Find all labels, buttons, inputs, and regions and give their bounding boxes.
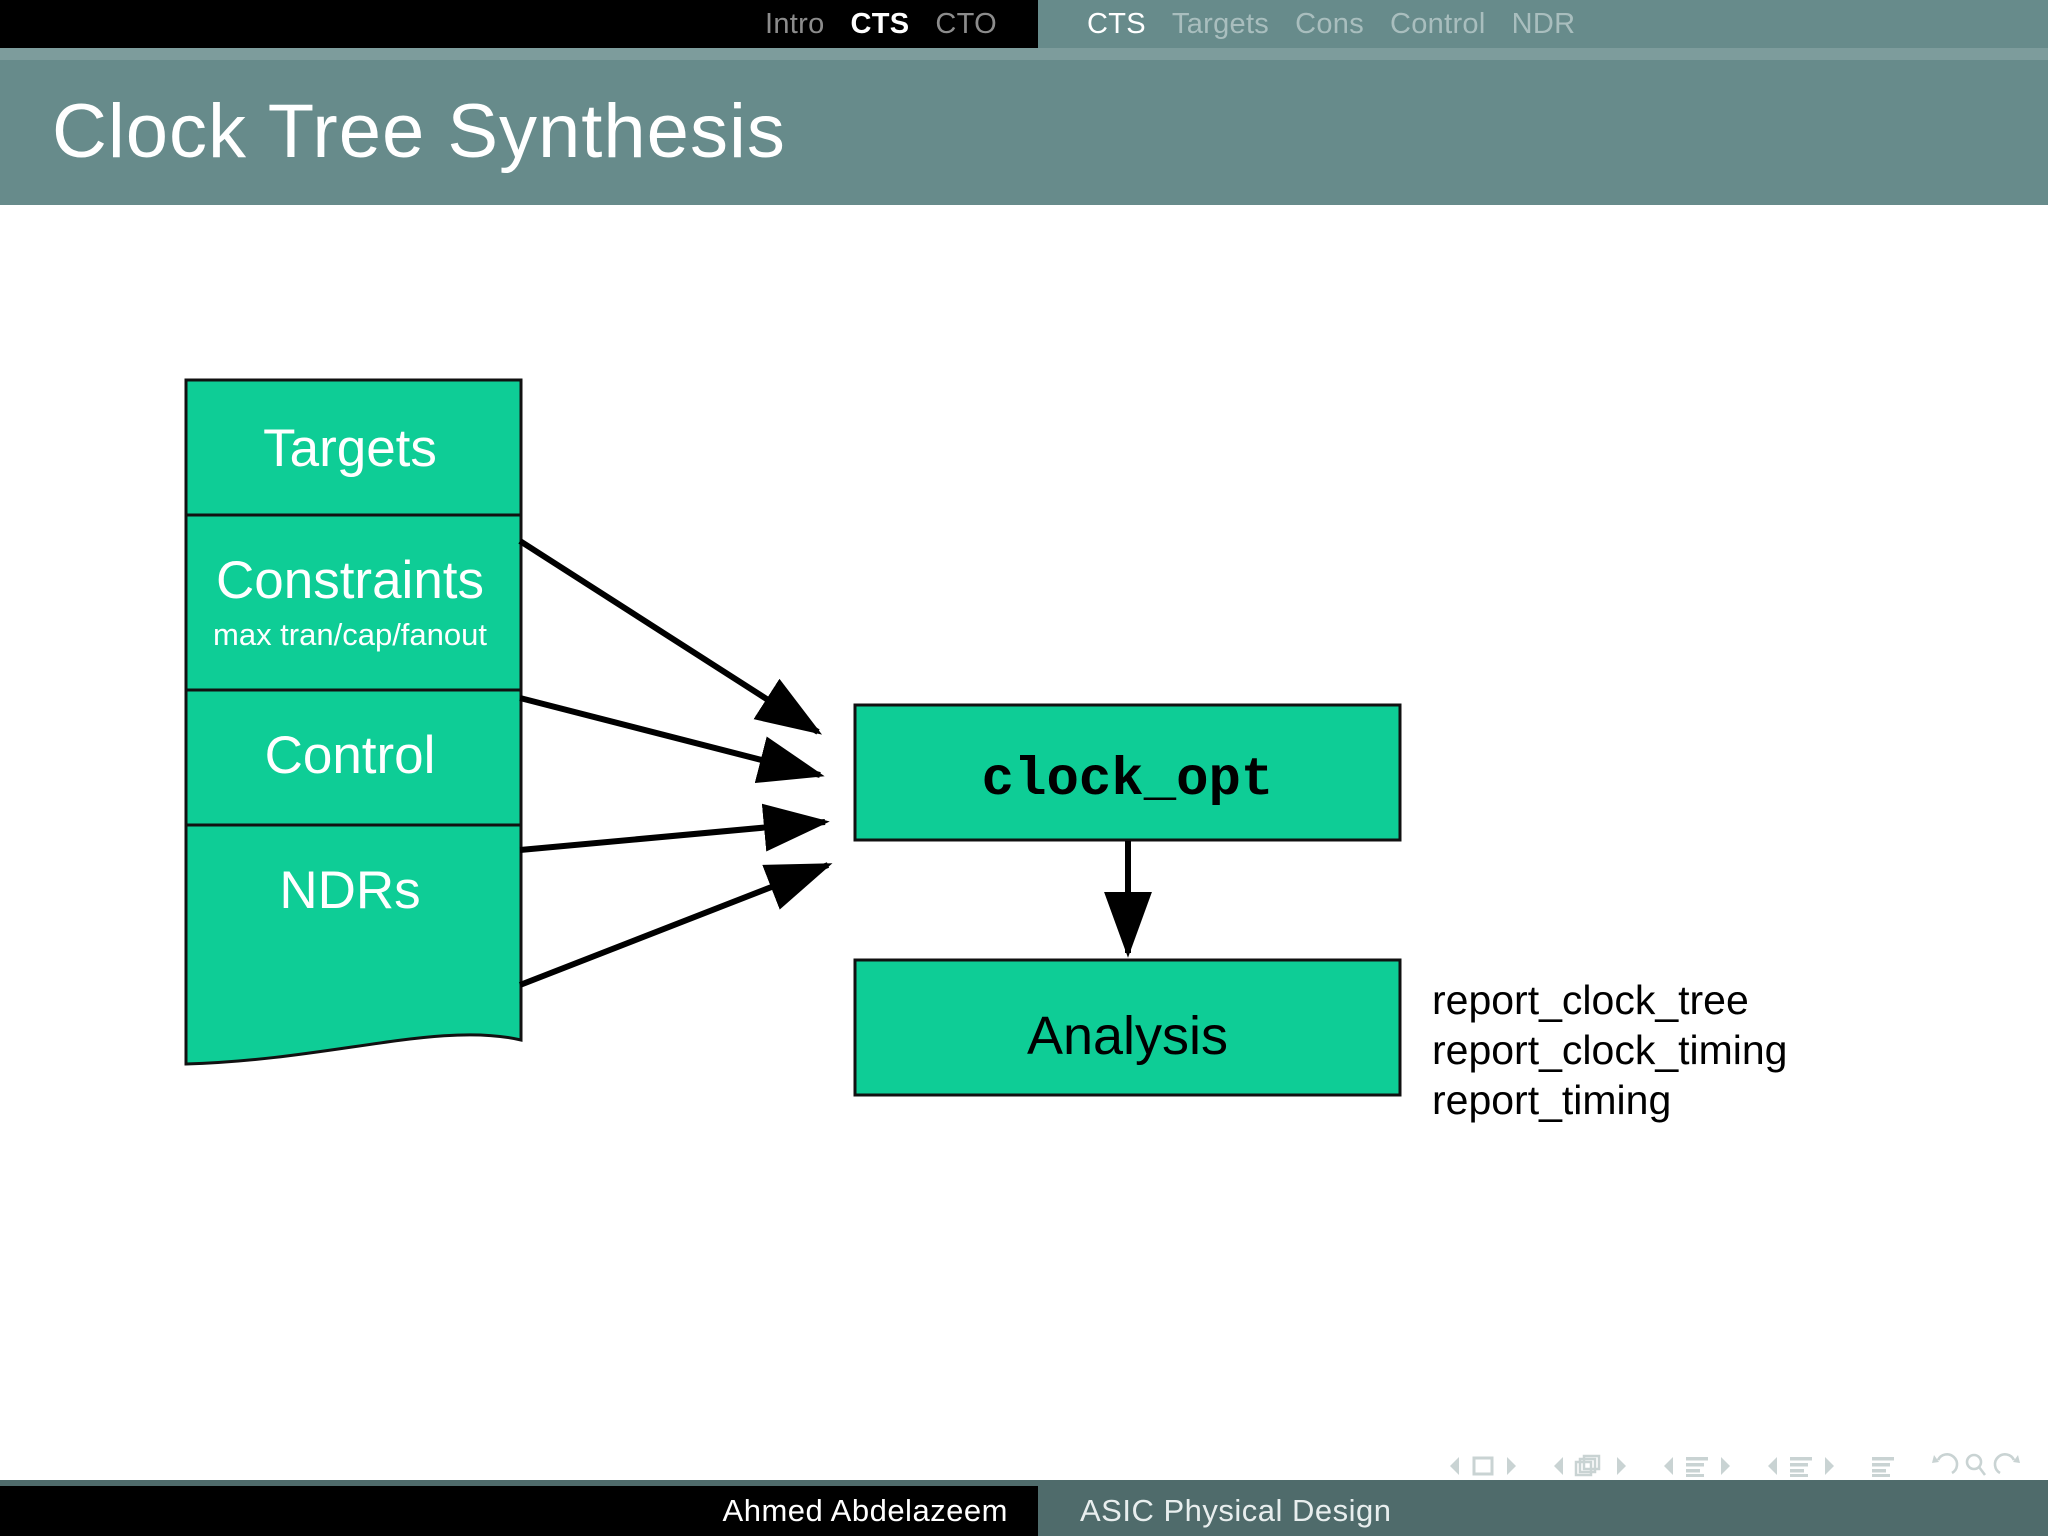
footer-course-area: ASIC Physical Design — [1038, 1486, 2048, 1536]
report-command-item: report_clock_timing — [1432, 1027, 1788, 1074]
section-nav-group — [1762, 1453, 1840, 1479]
process-box-clock-opt[interactable] — [853, 703, 1402, 842]
next-slide-icon[interactable] — [1500, 1453, 1522, 1479]
top-navigation-bar: Intro CTS CTO CTS Targets Cons Control N… — [0, 0, 2048, 48]
report-command-list: report_clock_tree report_clock_timing re… — [1432, 975, 1788, 1125]
nav-section-cts[interactable]: CTS — [850, 7, 910, 40]
presentation-icon[interactable] — [1866, 1453, 1900, 1479]
slide-nav-group — [1444, 1453, 1522, 1479]
footer-author: Ahmed Abdelazeem — [722, 1493, 1008, 1528]
arrow-constraints-to-clock-opt — [519, 695, 825, 784]
back-icon[interactable] — [1926, 1451, 1960, 1481]
nav-subsection-cons[interactable]: Cons — [1295, 7, 1365, 40]
process-box-analysis[interactable] — [853, 958, 1402, 1097]
process-label-clock-opt: clock_opt — [981, 750, 1274, 811]
prev-subsection-icon[interactable] — [1658, 1453, 1680, 1479]
footer-bar: Ahmed Abdelazeem ASIC Physical Design — [0, 1486, 2048, 1536]
section-icon[interactable] — [1784, 1453, 1818, 1479]
footer-divider — [0, 1480, 2048, 1486]
report-command-item: report_timing — [1432, 1077, 1672, 1124]
forward-icon[interactable] — [1992, 1451, 2026, 1481]
process-label-analysis: Analysis — [1026, 1006, 1229, 1066]
subsection-nav: CTS Targets Cons Control NDR — [1038, 0, 2048, 48]
arrow-ndrs-to-clock-opt — [518, 862, 833, 988]
section-nav: Intro CTS CTO — [0, 0, 1038, 48]
page-title: Clock Tree Synthesis — [52, 89, 786, 174]
presentation-nav-group — [1866, 1453, 1900, 1479]
flow-diagram — [184, 378, 1402, 1097]
frame-icon[interactable] — [1570, 1453, 1610, 1479]
nav-section-cto[interactable]: CTO — [935, 7, 997, 40]
slide-icon[interactable] — [1466, 1453, 1500, 1479]
search-icon[interactable] — [1960, 1451, 1992, 1481]
arrow-targets-to-clock-opt — [518, 538, 823, 735]
report-command-item: report_clock_tree — [1432, 977, 1749, 1023]
footer-author-area: Ahmed Abdelazeem — [0, 1486, 1038, 1536]
arrow-control-to-clock-opt — [519, 803, 830, 853]
footer-course: ASIC Physical Design — [1080, 1493, 1392, 1528]
beamer-navigation-symbols — [1418, 1446, 2026, 1486]
prev-section-icon[interactable] — [1762, 1453, 1784, 1479]
next-section-icon[interactable] — [1818, 1453, 1840, 1479]
nav-section-intro[interactable]: Intro — [764, 7, 825, 40]
frame-nav-group — [1548, 1453, 1632, 1479]
nav-subsection-targets[interactable]: Targets — [1171, 7, 1270, 40]
prev-slide-icon[interactable] — [1444, 1453, 1466, 1479]
history-nav-group — [1926, 1451, 2026, 1481]
subsection-nav-group — [1658, 1453, 1736, 1479]
nav-underline-divider — [0, 48, 2048, 60]
nav-subsection-control[interactable]: Control — [1390, 7, 1486, 40]
nav-subsection-cts[interactable]: CTS — [1087, 7, 1146, 40]
slide-title-bar: Clock Tree Synthesis — [0, 60, 2048, 205]
next-subsection-icon[interactable] — [1714, 1453, 1736, 1479]
input-shape-ndrs[interactable] — [184, 823, 523, 1066]
prev-frame-icon[interactable] — [1548, 1453, 1570, 1479]
slide-body: Targets Constraints max tran/cap/fanout … — [0, 205, 2048, 1480]
subsection-icon[interactable] — [1680, 1453, 1714, 1479]
next-frame-icon[interactable] — [1610, 1453, 1632, 1479]
nav-subsection-ndr[interactable]: NDR — [1511, 7, 1576, 40]
